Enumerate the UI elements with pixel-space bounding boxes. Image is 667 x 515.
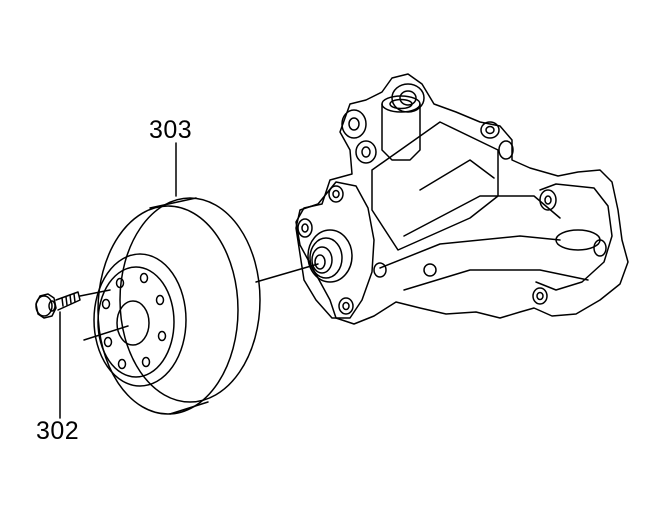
pump-hub-outer bbox=[307, 229, 353, 283]
bolt bbox=[35, 291, 81, 319]
pulley-face bbox=[93, 253, 187, 387]
water-pump bbox=[295, 73, 629, 325]
pulley-rim-back bbox=[119, 197, 261, 403]
ribs bbox=[371, 121, 589, 291]
volute bbox=[535, 183, 613, 291]
pump-shaft bbox=[314, 254, 326, 270]
front-flange bbox=[295, 181, 375, 319]
pulley bbox=[93, 197, 261, 415]
pulley-bolt-holes bbox=[101, 272, 167, 370]
outlet-neck bbox=[381, 103, 421, 161]
callout-303-label: 303 bbox=[149, 116, 193, 144]
callout-302-label: 302 bbox=[36, 417, 80, 445]
pump-housing-outline bbox=[295, 73, 629, 325]
boss-left-top bbox=[341, 109, 367, 139]
pulley-hub bbox=[116, 300, 150, 346]
pulley-rim-front bbox=[97, 205, 239, 415]
leader-lines bbox=[59, 142, 177, 419]
alignment-lines bbox=[79, 263, 319, 341]
